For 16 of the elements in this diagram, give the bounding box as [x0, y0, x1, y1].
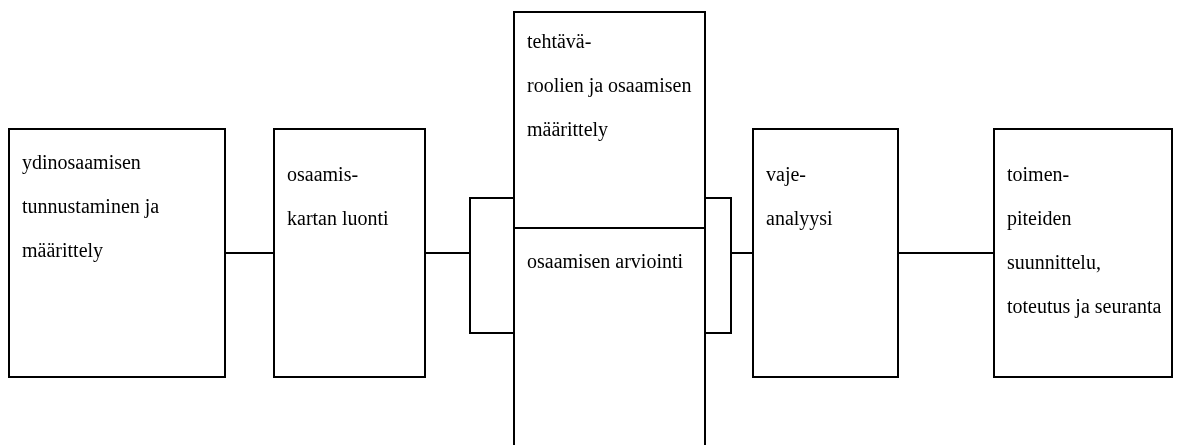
box-label: ydinosaamisen tunnustaminen ja määrittely — [22, 150, 161, 264]
process-box — [273, 128, 426, 378]
process-box — [752, 128, 899, 378]
process-box — [8, 128, 226, 378]
connector-line — [898, 252, 994, 254]
connector-line — [705, 252, 753, 334]
connector-line — [425, 252, 514, 334]
box-label: vaje- analyysi — [766, 162, 834, 232]
process-box — [513, 227, 706, 445]
box-label: osaamis- kartan luonti — [287, 162, 390, 231]
box-label: toimen- piteiden suunnittelu, toteutus ja seuranta — [1007, 162, 1163, 320]
process-box — [993, 128, 1173, 378]
connector-line — [225, 252, 274, 254]
box-label: osaamisen arviointi — [527, 249, 685, 274]
process-box — [513, 11, 706, 229]
box-label: tehtävä- roolien ja osaamisen määrittely — [527, 29, 693, 143]
